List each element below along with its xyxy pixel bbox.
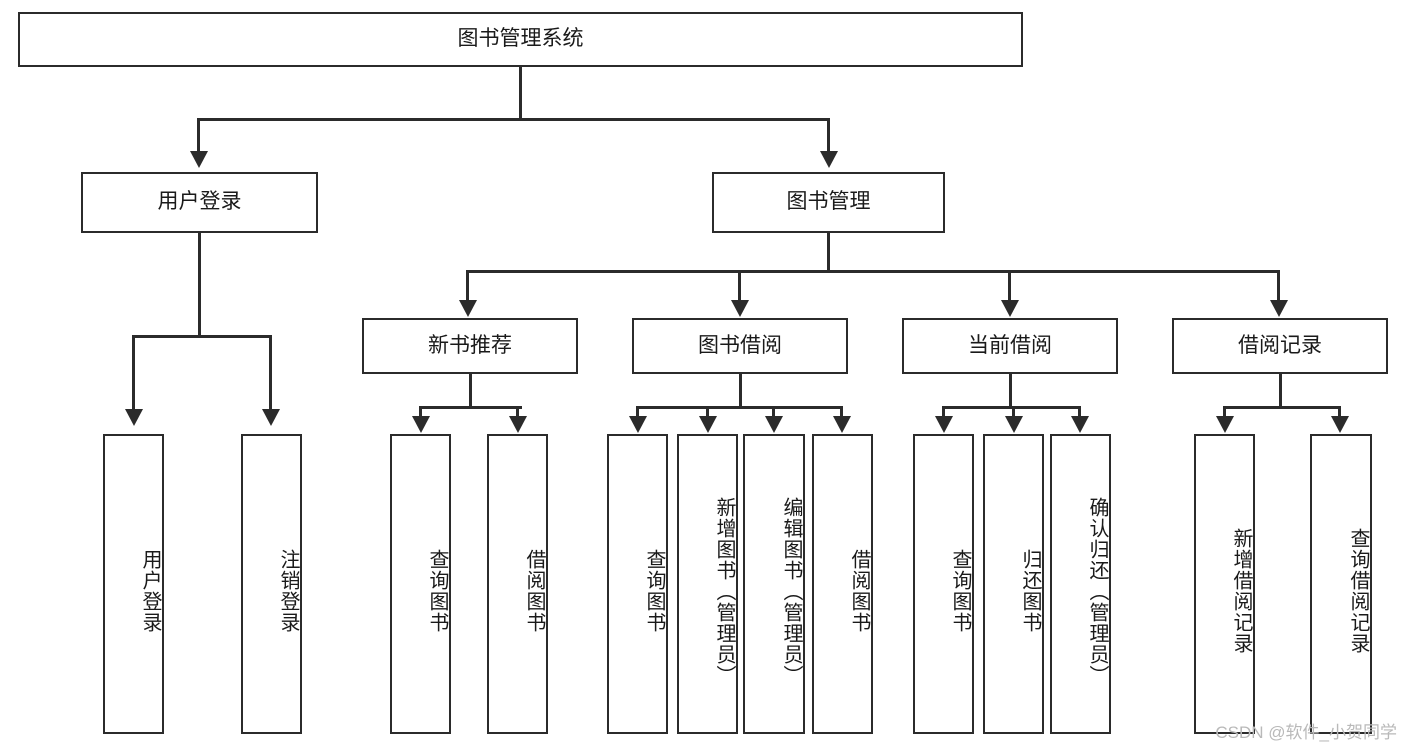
leaf-book-borrow-add[interactable]: 新增图书（管理员）: [677, 434, 738, 734]
arrow-new-book-leaf2: [509, 416, 527, 433]
leaf-new-book-query-label: 查询图书: [426, 549, 448, 633]
leaf-current-borrow-query[interactable]: 查询图书: [913, 434, 974, 734]
connector-borrow-record-leaf2: [1338, 406, 1341, 419]
node-root-system[interactable]: 图书管理系统: [18, 12, 1023, 67]
connector-current-borrow-leaf3: [1078, 406, 1081, 419]
arrow-book-borrow-leaf2: [699, 416, 717, 433]
leaf-book-borrow-query[interactable]: 查询图书: [607, 434, 668, 734]
connector-borrow-record-stem: [1279, 374, 1282, 406]
connector-user-login-bus: [132, 335, 270, 338]
arrow-to-new-book: [459, 300, 477, 317]
arrow-new-book-leaf1: [412, 416, 430, 433]
leaf-book-borrow-edit[interactable]: 编辑图书（管理员）: [743, 434, 805, 734]
connector-root-to-user-login: [197, 118, 200, 153]
node-book-management-label: 图书管理: [786, 190, 871, 214]
leaf-current-borrow-confirm-label: 确认归还（管理员）: [1086, 496, 1108, 686]
connector-user-login-leaf1: [132, 335, 135, 411]
connector-current-borrow-stem: [1009, 374, 1012, 406]
arrow-root-to-user-login: [190, 151, 208, 168]
leaf-user-login-logout-label: 注销登录: [277, 549, 299, 633]
leaf-user-login-logout[interactable]: 注销登录: [241, 434, 302, 734]
arrow-to-borrow-record: [1270, 300, 1288, 317]
leaf-current-borrow-return[interactable]: 归还图书: [983, 434, 1044, 734]
connector-current-borrow-bus: [942, 406, 1079, 409]
connector-user-login-leaf2: [269, 335, 272, 411]
arrow-current-borrow-leaf2: [1005, 416, 1023, 433]
leaf-book-borrow-edit-label: 编辑图书（管理员）: [780, 496, 802, 686]
connector-new-book-leaf1: [419, 406, 422, 419]
connector-new-book-bus: [419, 406, 522, 409]
connector-borrow-record-leaf1: [1223, 406, 1226, 419]
node-book-borrow[interactable]: 图书借阅: [632, 318, 848, 374]
node-current-borrow-label: 当前借阅: [968, 333, 1052, 357]
connector-book-mgmt-stem: [827, 233, 830, 270]
connector-level2-bus: [466, 270, 1280, 273]
leaf-new-book-query[interactable]: 查询图书: [390, 434, 451, 734]
leaf-new-book-borrow[interactable]: 借阅图书: [487, 434, 548, 734]
connector-book-borrow-stem: [739, 374, 742, 406]
leaf-user-login-login-label: 用户登录: [139, 549, 161, 633]
node-book-borrow-label: 图书借阅: [698, 333, 782, 357]
arrow-book-borrow-leaf4: [833, 416, 851, 433]
node-new-book-recommend-label: 新书推荐: [428, 333, 512, 357]
connector-book-borrow-leaf3: [772, 406, 775, 419]
connector-to-book-borrow: [738, 270, 741, 302]
connector-new-book-stem: [469, 374, 472, 406]
connector-root-to-book-mgmt: [827, 118, 830, 153]
leaf-current-borrow-return-label: 归还图书: [1019, 549, 1041, 633]
arrow-current-borrow-leaf1: [935, 416, 953, 433]
leaf-user-login-login[interactable]: 用户登录: [103, 434, 164, 734]
arrow-book-borrow-leaf3: [765, 416, 783, 433]
node-root-label: 图书管理系统: [457, 27, 584, 51]
node-borrow-record[interactable]: 借阅记录: [1172, 318, 1388, 374]
leaf-borrow-record-add[interactable]: 新增借阅记录: [1194, 434, 1255, 734]
node-current-borrow[interactable]: 当前借阅: [902, 318, 1118, 374]
arrow-borrow-record-leaf1: [1216, 416, 1234, 433]
connector-current-borrow-leaf1: [942, 406, 945, 419]
arrow-borrow-record-leaf2: [1331, 416, 1349, 433]
leaf-borrow-record-query[interactable]: 查询借阅记录: [1310, 434, 1372, 734]
connector-to-new-book: [466, 270, 469, 302]
arrow-to-current-borrow: [1001, 300, 1019, 317]
arrow-user-login-leaf2: [262, 409, 280, 426]
leaf-current-borrow-query-label: 查询图书: [949, 549, 971, 633]
leaf-borrow-record-add-label: 新增借阅记录: [1230, 528, 1252, 654]
leaf-book-borrow-add-label: 新增图书（管理员）: [713, 496, 735, 686]
connector-book-borrow-leaf1: [636, 406, 639, 419]
leaf-new-book-borrow-label: 借阅图书: [523, 549, 545, 633]
arrow-book-borrow-leaf1: [629, 416, 647, 433]
connector-current-borrow-leaf2: [1012, 406, 1015, 419]
leaf-book-borrow-borrow[interactable]: 借阅图书: [812, 434, 873, 734]
node-borrow-record-label: 借阅记录: [1238, 333, 1322, 357]
node-new-book-recommend[interactable]: 新书推荐: [362, 318, 578, 374]
connector-book-borrow-bus: [636, 406, 843, 409]
connector-borrow-record-bus: [1223, 406, 1341, 409]
connector-new-book-leaf2: [516, 406, 519, 419]
node-user-login[interactable]: 用户登录: [81, 172, 318, 233]
leaf-current-borrow-confirm[interactable]: 确认归还（管理员）: [1050, 434, 1111, 734]
leaf-book-borrow-query-label: 查询图书: [643, 549, 665, 633]
leaf-book-borrow-borrow-label: 借阅图书: [848, 549, 870, 633]
connector-root-stem: [519, 67, 522, 118]
arrow-root-to-book-mgmt: [820, 151, 838, 168]
connector-root-bus: [197, 118, 830, 121]
arrow-to-book-borrow: [731, 300, 749, 317]
node-user-login-label: 用户登录: [157, 190, 242, 214]
connector-book-borrow-leaf4: [840, 406, 843, 419]
arrow-user-login-leaf1: [125, 409, 143, 426]
arrow-current-borrow-leaf3: [1071, 416, 1089, 433]
leaf-borrow-record-query-label: 查询借阅记录: [1347, 528, 1369, 654]
connector-to-current-borrow: [1008, 270, 1011, 302]
connector-to-borrow-record: [1277, 270, 1280, 302]
connector-user-login-stem: [198, 233, 201, 335]
node-book-management[interactable]: 图书管理: [712, 172, 945, 233]
connector-book-borrow-leaf2: [706, 406, 709, 419]
